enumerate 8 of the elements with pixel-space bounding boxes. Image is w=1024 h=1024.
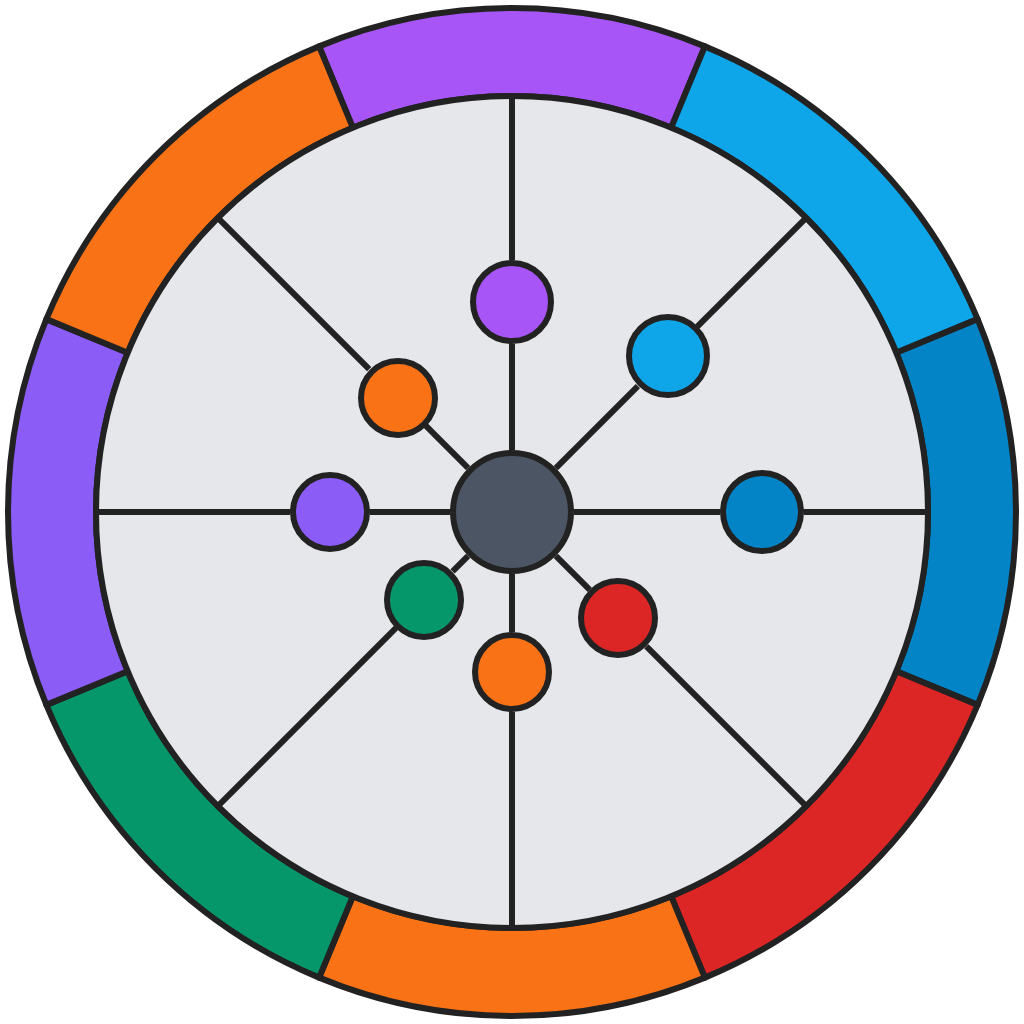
connector-line — [370, 509, 450, 515]
connector-line — [423, 423, 471, 471]
connector-line — [509, 344, 515, 450]
connector-line — [553, 384, 640, 471]
connector-line — [450, 553, 471, 574]
connector-line — [574, 509, 720, 515]
connector-line — [553, 553, 592, 592]
connector-line — [509, 574, 515, 632]
